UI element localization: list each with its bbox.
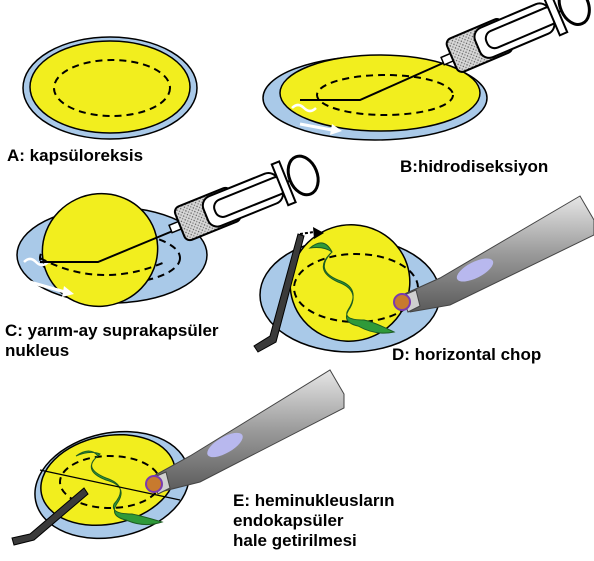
chop-arrow: [300, 232, 314, 234]
phaco-probe: [394, 196, 594, 312]
label-b-text: B:hidrodiseksiyon: [400, 157, 548, 177]
label-e-line3: hale getirilmesi: [233, 531, 395, 551]
label-c: C: yarım-ay suprakapsüler nukleus: [5, 321, 219, 361]
phaco-tip: [146, 476, 162, 492]
panel-b-hydrodissection: [263, 0, 594, 140]
label-d-text: D: horizontal chop: [392, 345, 541, 365]
label-e: E: heminukleusların endokapsüler hale ge…: [233, 491, 395, 551]
label-a: A: kapsüloreksis: [7, 146, 143, 166]
phaco-probe: [146, 370, 344, 494]
tilted-nucleus: [24, 175, 176, 326]
nucleus-disc: [30, 41, 190, 133]
label-c-line2: nukleus: [5, 341, 219, 361]
nucleus-disc: [280, 55, 480, 131]
label-d: D: horizontal chop: [392, 345, 541, 365]
syringe: [434, 0, 594, 81]
panel-d-horizontal-chop: [254, 196, 594, 357]
label-a-text: A: kapsüloreksis: [7, 146, 143, 166]
label-e-line2: endokapsüler: [233, 511, 395, 531]
label-e-line1: E: heminukleusların: [233, 491, 395, 511]
label-c-line1: C: yarım-ay suprakapsüler: [5, 321, 219, 341]
phaco-tip: [394, 294, 410, 310]
label-b: B:hidrodiseksiyon: [400, 157, 548, 177]
panel-a-capsulorhexis: [23, 37, 197, 139]
